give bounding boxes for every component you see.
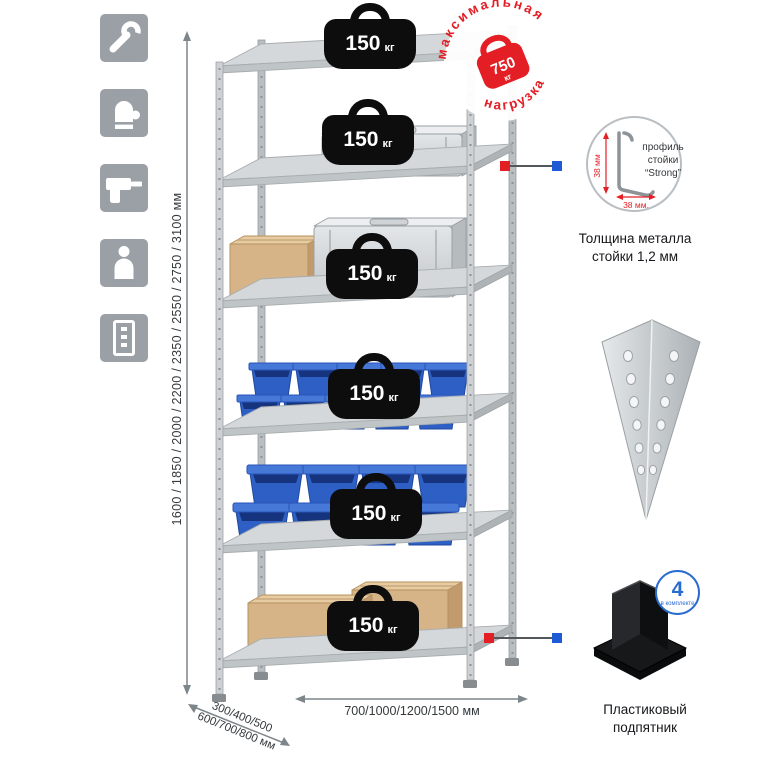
height-dimension-label: 1600 / 1850 / 2000 / 2200 / 2350 / 2550 … [170,192,184,526]
post-profile-section-drawing [617,131,655,197]
person-icon-tile [100,239,148,287]
profile-dim-horizontal-label: 38 мм. [623,200,649,210]
post-perforation-holes [623,350,679,476]
cabinet-icon [113,320,135,356]
drill-icon [106,178,142,203]
gloves-icon [114,101,140,129]
profile-label: профиль стойки “Strong” [639,141,687,180]
shelf-load-badge: 150 кг [328,353,420,419]
max-load-stamp: максимальная нагрузка 750 кг [419,0,560,122]
rack-front-posts [212,47,519,702]
wrench-icon [109,21,141,53]
profile-caption-line2: стойки 1,2 мм [591,249,679,265]
profile-label-line3: “Strong” [644,168,682,179]
load-value: 150 [351,502,387,525]
shelf-load-badge: 150 кг [330,473,422,539]
profile-callout-connector [500,161,562,171]
load-unit: кг [388,391,399,404]
blue-marker-square [552,161,562,171]
profile-caption: Толщина металла стойки 1,2 мм [552,230,718,266]
foot-callout-connector [484,633,562,643]
foot-caption: Пластиковый подпятник [560,701,730,737]
load-value: 150 [347,262,383,285]
included-count-value: 4 [671,577,684,601]
load-unit: кг [386,271,397,284]
corner-post-image [601,319,701,521]
load-unit: кг [390,511,401,524]
profile-dim-vertical-label: 38 мм [592,154,602,178]
load-value: 150 [345,32,381,55]
profile-caption-line1: Толщина металла [578,231,692,246]
wrench-icon-tile [100,14,148,62]
gloves-icon-tile [100,89,148,137]
cabinet-icon-tile [100,314,148,362]
profile-label-line2: стойки [647,155,679,166]
shelf-load-badge: 150 кг [322,99,414,165]
foot-caption-line1: Пластиковый [603,702,687,717]
plastic-foot-image [592,580,688,680]
included-count-text: в комплекте [660,600,695,607]
height-dimension-line [183,31,191,695]
person-icon [114,246,134,279]
shelf-load-badge: 150 кг [324,3,416,69]
width-dimension-label: 700/1000/1200/1500 мм [344,704,480,718]
profile-label-line1: профиль [642,142,684,153]
depth-dimension-line [188,704,290,746]
shelf-load-badge: 150 кг [326,233,418,299]
red-marker-square [484,633,494,643]
drill-icon-tile [100,164,148,212]
load-value: 150 [348,614,384,637]
load-unit: кг [387,623,398,636]
load-unit: кг [382,137,393,150]
shelf-load-badge: 150 кг [327,585,419,651]
width-dimension-line [295,695,528,703]
blue-marker-square [552,633,562,643]
red-marker-square [500,161,510,171]
load-unit: кг [384,41,395,54]
stamp-unit: кг [503,72,514,83]
included-count-badge: 4 в комплекте [655,570,700,615]
load-value: 150 [343,128,379,151]
foot-caption-line2: подпятник [612,720,678,736]
profile-detail-diagram: 38 мм 38 мм. [586,116,682,212]
stamp-kettlebell-icon: 750 кг [476,34,530,89]
profile-dimension-arrows [603,132,656,200]
load-value: 150 [349,382,385,405]
